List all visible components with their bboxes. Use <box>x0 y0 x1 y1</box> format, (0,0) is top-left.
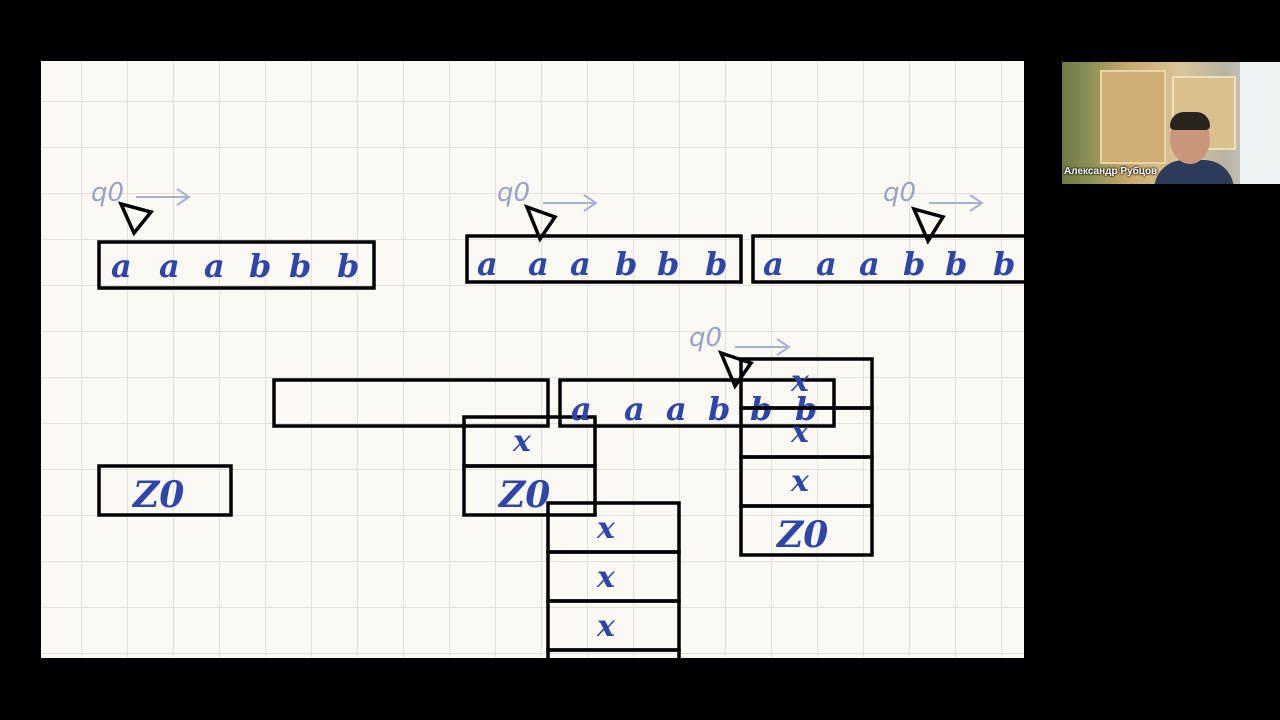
participant-video-tile[interactable]: Александр Рубцов <box>1062 62 1280 184</box>
tape-symbol: a <box>528 245 549 283</box>
state-label: q0 <box>91 178 124 208</box>
stack-symbol: x <box>790 464 810 499</box>
tape-symbol: b <box>249 247 271 285</box>
state-label: q0 <box>689 323 722 353</box>
head-marker <box>523 204 558 243</box>
stack-symbol: x <box>790 364 810 399</box>
tape-symbol: a <box>624 390 645 428</box>
stack-cell <box>739 504 874 557</box>
state-label: q0 <box>497 178 530 208</box>
tape-box <box>97 240 376 290</box>
empty-tape-box <box>272 378 550 428</box>
tape-symbol: b <box>945 245 967 283</box>
participant-figure <box>1154 160 1234 184</box>
stack-cell <box>462 464 597 517</box>
tape-symbol: a <box>571 390 592 428</box>
direction-arrow <box>735 338 791 356</box>
state-label: q0 <box>883 178 916 208</box>
tape-symbol: a <box>159 247 180 285</box>
tape-symbol: b <box>903 245 925 283</box>
tape-symbol: b <box>708 390 730 428</box>
tape-symbol: b <box>337 247 359 285</box>
head-marker <box>717 350 754 390</box>
tape-symbol: b <box>705 245 727 283</box>
stack-symbol: x <box>596 560 616 595</box>
tape-symbol: a <box>859 245 880 283</box>
stack-cell <box>546 648 681 658</box>
tape-symbol: b <box>615 245 637 283</box>
tape-symbol: a <box>204 247 225 285</box>
stack-2: x Z0 <box>462 415 597 517</box>
tape-symbol: b <box>993 245 1015 283</box>
stack-symbol: x <box>596 609 616 644</box>
stack-symbol: Z0 <box>131 474 184 516</box>
tape-symbol: a <box>763 245 784 283</box>
stack-4: x x x Z0 <box>739 357 874 557</box>
stack-symbol: Z0 <box>775 514 828 556</box>
tape-symbol: b <box>657 245 679 283</box>
video-background <box>1100 70 1166 164</box>
direction-arrow <box>136 188 191 206</box>
tape-symbol: b <box>289 247 311 285</box>
stack-symbol: x <box>512 424 532 459</box>
whiteboard-canvas[interactable]: q0 a a a b b b q0 a a a b b b q0 <box>41 61 1024 658</box>
video-background <box>1240 62 1280 184</box>
tape-symbol: a <box>477 245 498 283</box>
tape-box <box>751 234 1024 284</box>
stack-symbol: x <box>790 415 810 450</box>
tape-2: q0 a a a b b b <box>465 178 743 284</box>
stack-1: Z0 <box>97 464 233 517</box>
direction-arrow <box>929 194 984 212</box>
head-marker <box>117 201 155 237</box>
direction-arrow <box>543 194 598 212</box>
stack-symbol: x <box>596 511 616 546</box>
tape-box <box>558 378 836 428</box>
tape-1: q0 a a a b b b <box>91 178 376 290</box>
tape-3: q0 a a a b b b <box>751 178 1024 284</box>
tape-box <box>465 234 743 284</box>
tape-symbol: a <box>816 245 837 283</box>
head-marker <box>910 206 946 245</box>
stack-3: x x x <box>546 501 681 658</box>
whiteboard-drawing: q0 a a a b b b q0 a a a b b b q0 <box>91 178 1024 658</box>
tape-4-head: q0 <box>689 323 791 390</box>
participant-name: Александр Рубцов <box>1064 166 1158 177</box>
tape-symbol: a <box>666 390 687 428</box>
stack-cell <box>97 464 233 517</box>
participant-figure <box>1170 112 1210 130</box>
tape-symbol: a <box>570 245 591 283</box>
tape-symbol: a <box>111 247 132 285</box>
stack-symbol: Z0 <box>497 474 550 516</box>
